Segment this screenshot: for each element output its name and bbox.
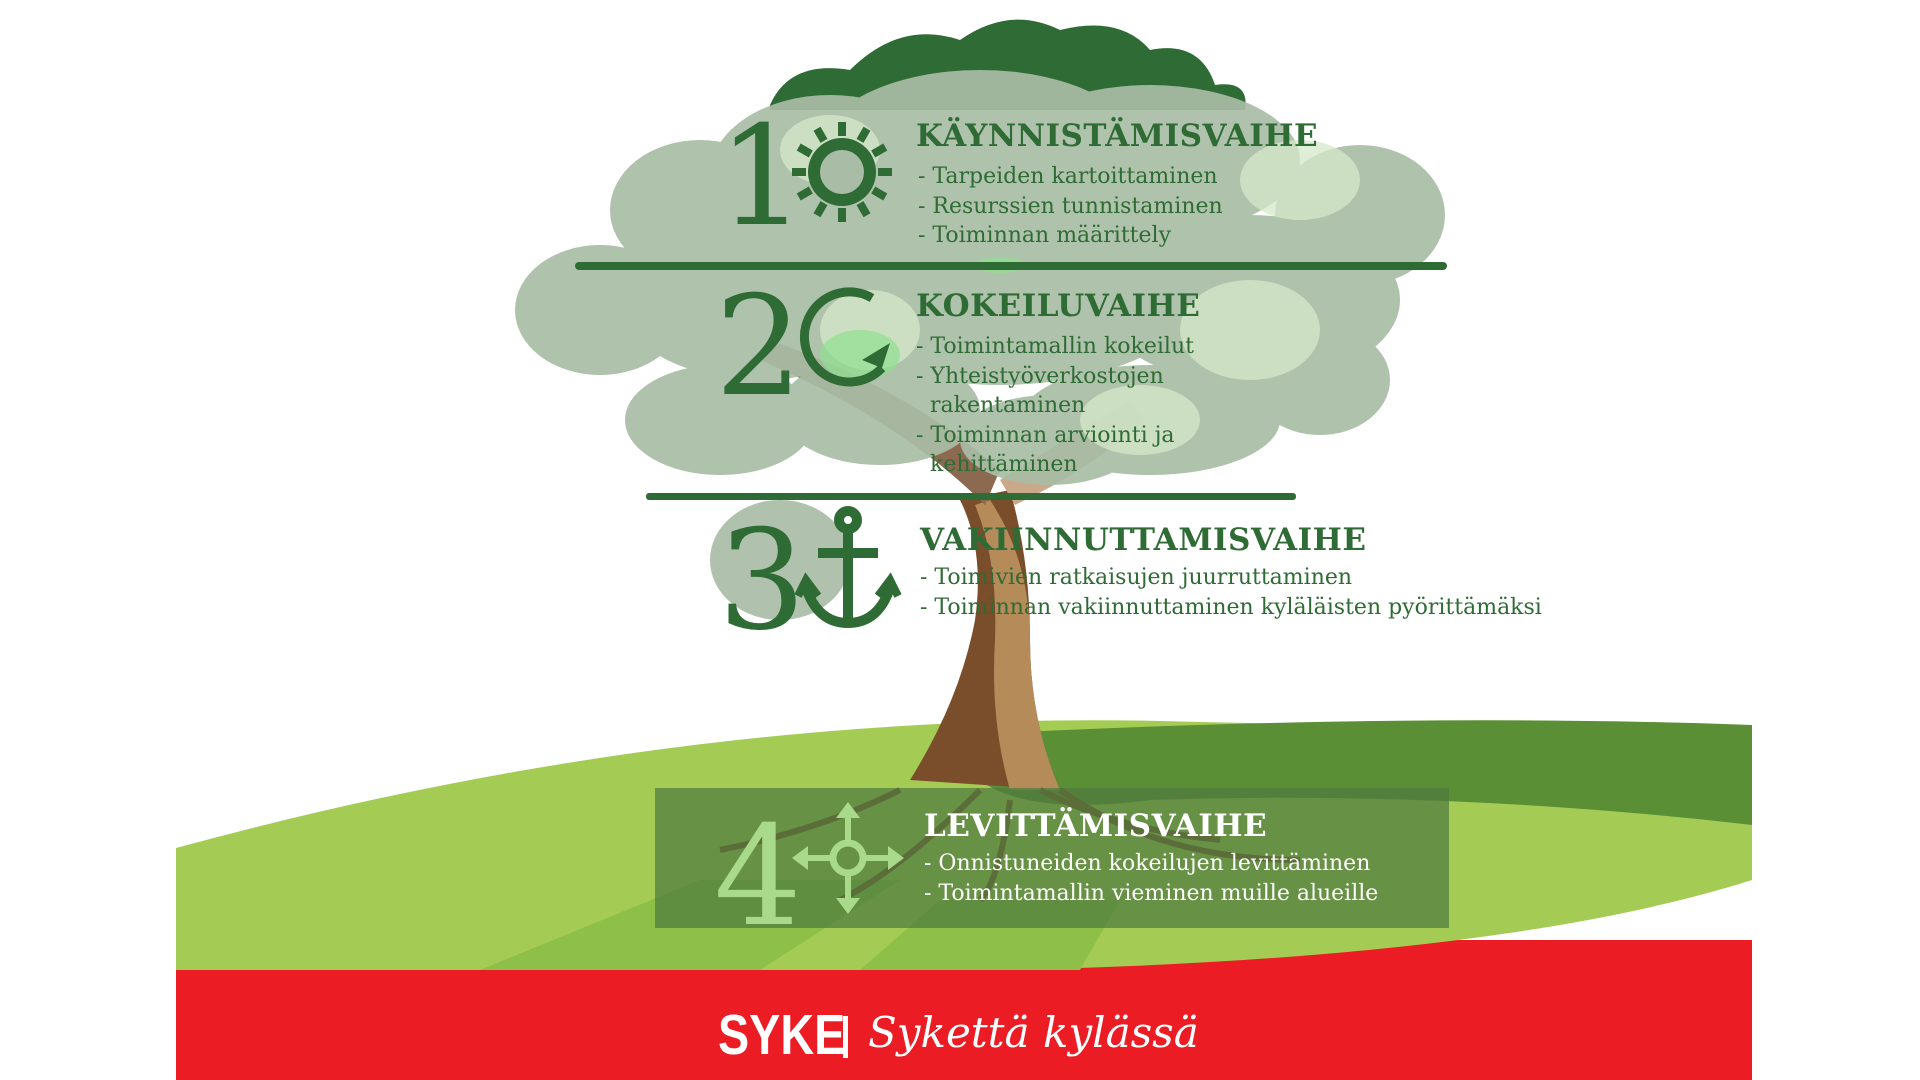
phase-title: VAKIINNUTTAMISVAIHE	[920, 522, 1367, 558]
list-item: - Tarpeiden kartoittaminen	[918, 164, 1218, 189]
trunk-highlight	[975, 500, 1060, 790]
phase-items: - Onnistuneiden kokeilujen levittäminen …	[924, 849, 1378, 908]
list-item: - Resurssien tunnistaminen	[918, 193, 1223, 219]
list-item: kehittäminen	[916, 452, 1078, 477]
divider-line-1	[575, 262, 1447, 270]
phase-items: - Tarpeiden kartoittaminen - Resurssien …	[918, 162, 1223, 251]
sun-icon	[792, 122, 892, 222]
phase-number: 2	[715, 266, 803, 427]
phase-title: KÄYNNISTÄMISVAIHE	[916, 118, 1319, 154]
phase-number: 4	[714, 796, 802, 957]
list-item: - Toiminnan arviointi ja	[916, 422, 1175, 448]
phase-items: - Toimintamallin kokeilut - Yhteistyöver…	[916, 332, 1194, 480]
brand-logo: SYKE	[718, 1003, 846, 1067]
list-item: - Yhteistyöverkostojen	[916, 363, 1164, 389]
list-item: - Toiminnan vakiinnuttaminen kyläläisten…	[920, 594, 1542, 620]
brand-badge	[685, 998, 1180, 1073]
list-item: - Onnistuneiden kokeilujen levittäminen	[924, 851, 1371, 876]
spread-arrows-icon	[792, 802, 904, 914]
phase4-box	[655, 788, 1449, 928]
phase-number: 3	[718, 500, 806, 661]
anchor-icon	[794, 506, 902, 629]
phase-title: LEVITTÄMISVAIHE	[924, 808, 1268, 844]
phase-number: 1	[718, 96, 806, 257]
list-item: rakentaminen	[916, 393, 1086, 418]
list-item: - Toimivien ratkaisujen juurruttaminen	[920, 565, 1353, 590]
list-item: - Toiminnan määrittely	[918, 223, 1171, 248]
brand-divider	[843, 1016, 848, 1058]
cycle-arrow-icon	[799, 287, 890, 387]
phase-title: KOKEILUVAIHE	[916, 288, 1201, 324]
phase-items: - Toimivien ratkaisujen juurruttaminen -…	[920, 563, 1542, 622]
divider-line-2	[646, 493, 1296, 500]
brand-tagline: Sykettä kylässä	[868, 1008, 1199, 1057]
list-item: - Toimintamallin kokeilut	[916, 334, 1194, 359]
list-item: - Toimintamallin vieminen muille alueill…	[924, 880, 1379, 906]
